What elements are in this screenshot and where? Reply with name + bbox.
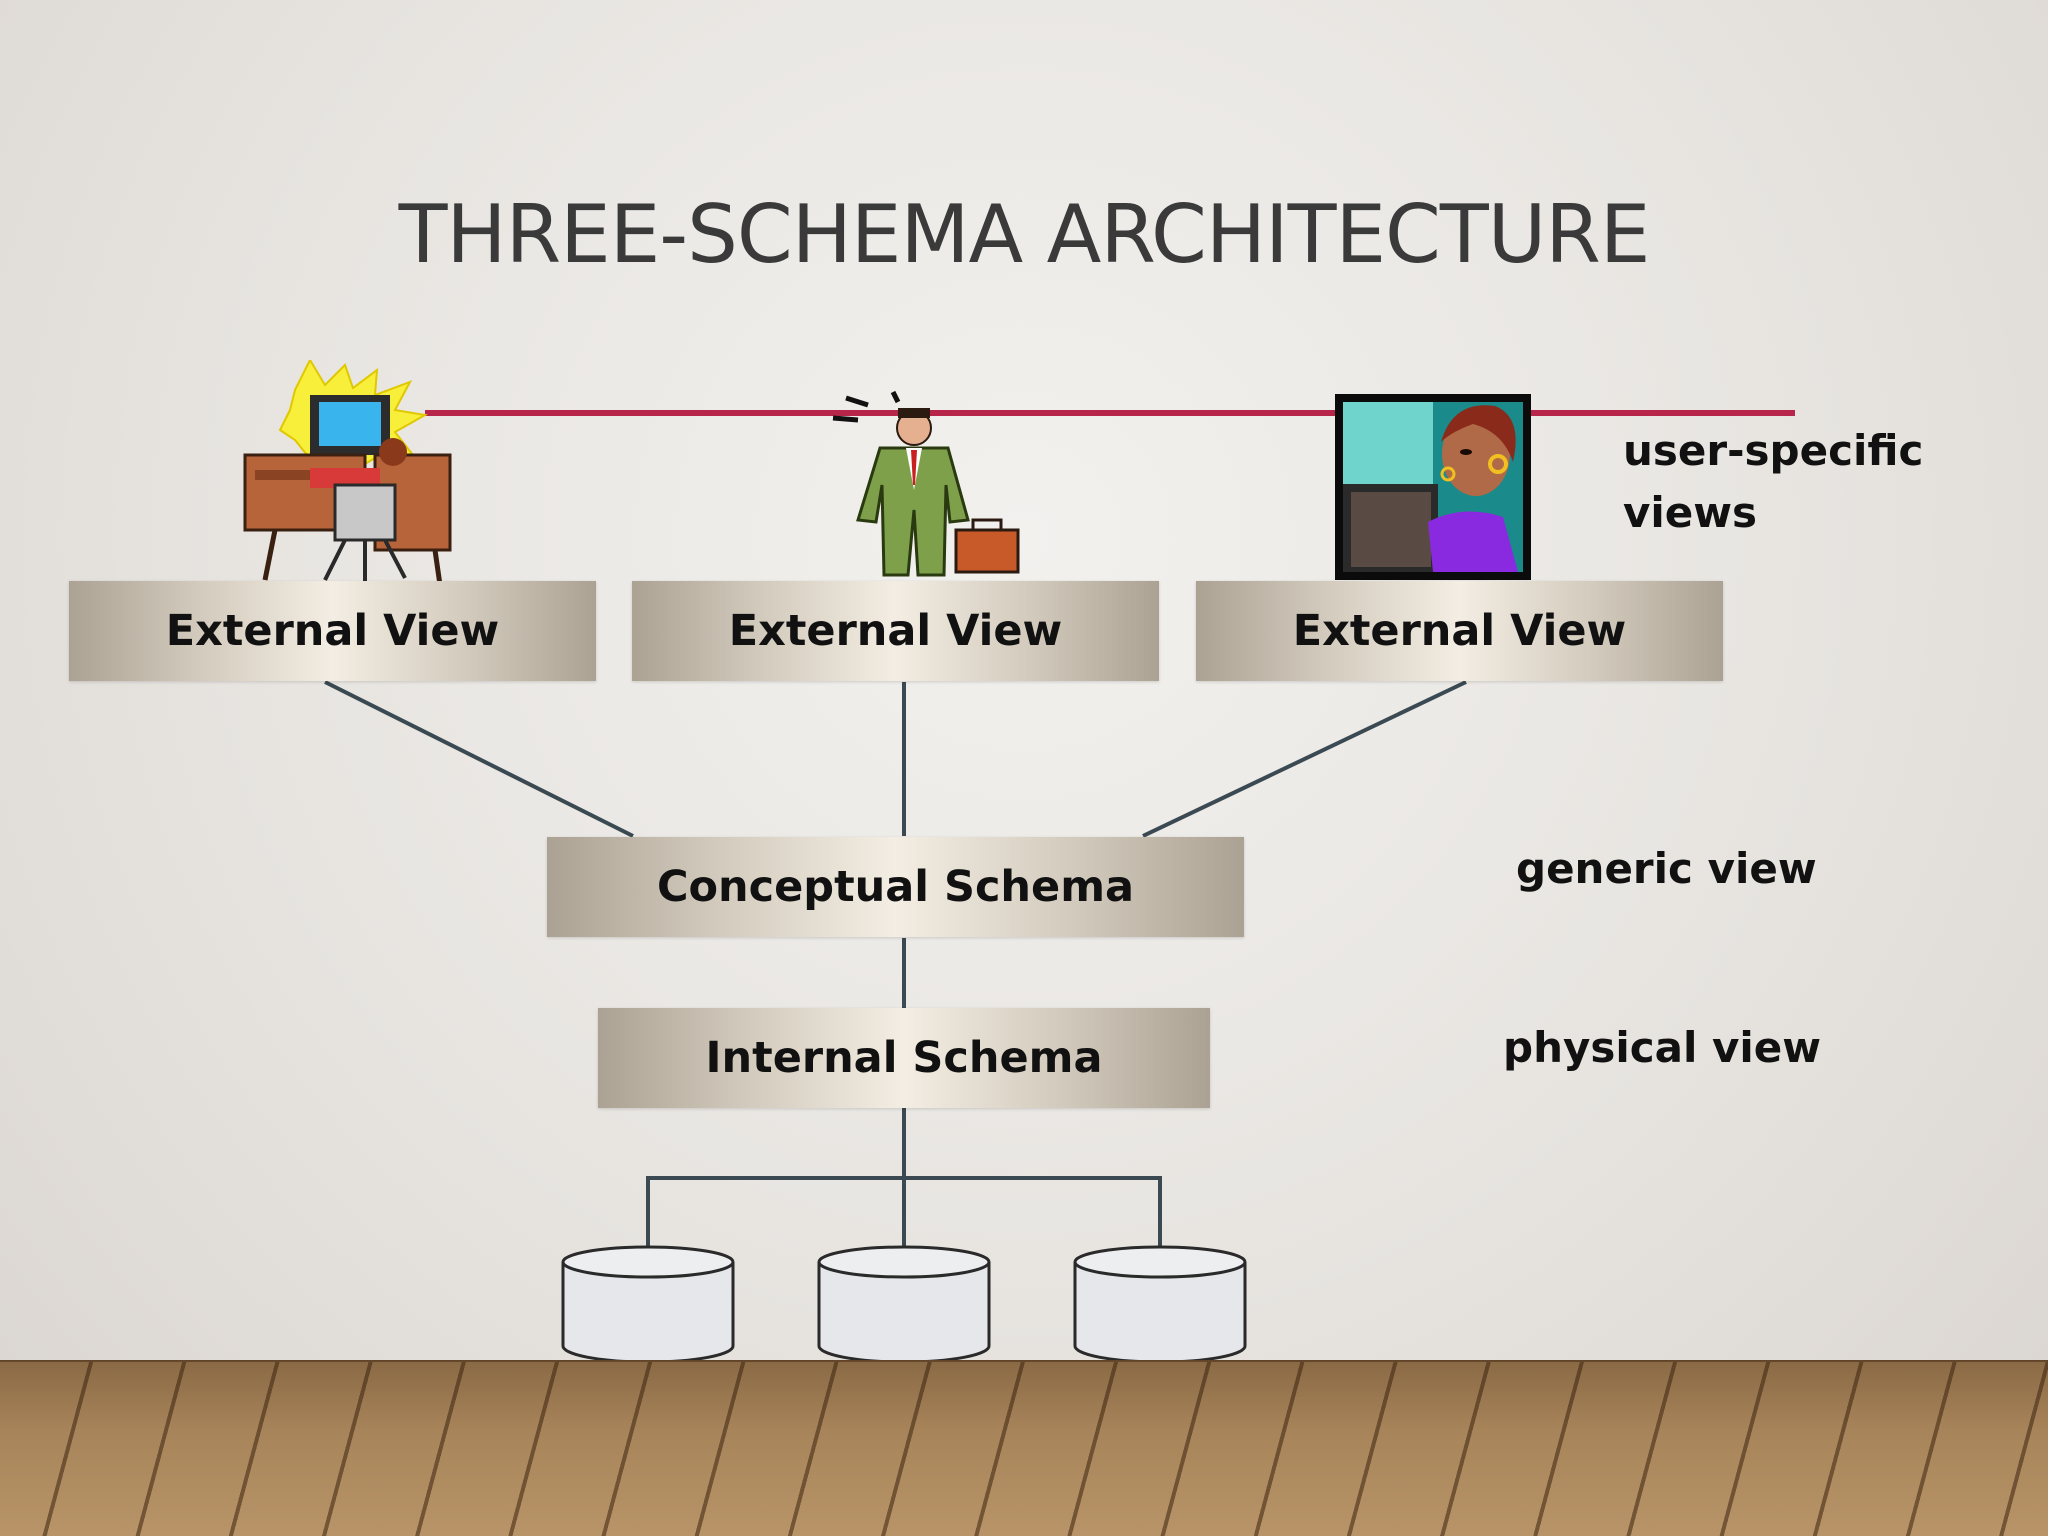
internal-schema-label: Internal Schema	[705, 1033, 1103, 1083]
connector-ev1-conceptual	[324, 680, 634, 838]
physical-view-label: physical view	[1503, 1023, 1822, 1072]
generic-view-label: generic view	[1516, 844, 1817, 893]
accent-line	[425, 410, 1795, 416]
user-specific-line-1: user-specific	[1623, 426, 1924, 475]
external-view-label: External View	[165, 606, 500, 656]
database-cylinder-icon	[817, 1245, 991, 1364]
slide-title: THREE-SCHEMA ARCHITECTURE	[398, 188, 1651, 281]
person-at-computer-icon	[243, 360, 452, 586]
user-specific-views-label: user-specific views	[1623, 420, 1923, 544]
external-view-box-1: External View	[69, 581, 596, 681]
conceptual-schema-box: Conceptual Schema	[547, 837, 1244, 937]
external-view-label: External View	[728, 606, 1063, 656]
wooden-floor	[0, 1362, 2048, 1536]
external-view-box-2: External View	[632, 581, 1159, 681]
database-cylinder-icon	[1073, 1245, 1247, 1364]
external-view-box-3: External View	[1196, 581, 1723, 681]
conceptual-schema-label: Conceptual Schema	[656, 862, 1135, 912]
internal-schema-box: Internal Schema	[598, 1008, 1210, 1108]
businessman-icon	[832, 390, 1020, 577]
woman-at-monitor-icon	[1335, 394, 1531, 580]
database-cylinder-icon	[561, 1245, 735, 1364]
user-specific-line-2: views	[1623, 488, 1758, 537]
connector-ev3-conceptual	[1142, 680, 1467, 838]
external-view-label: External View	[1292, 606, 1627, 656]
